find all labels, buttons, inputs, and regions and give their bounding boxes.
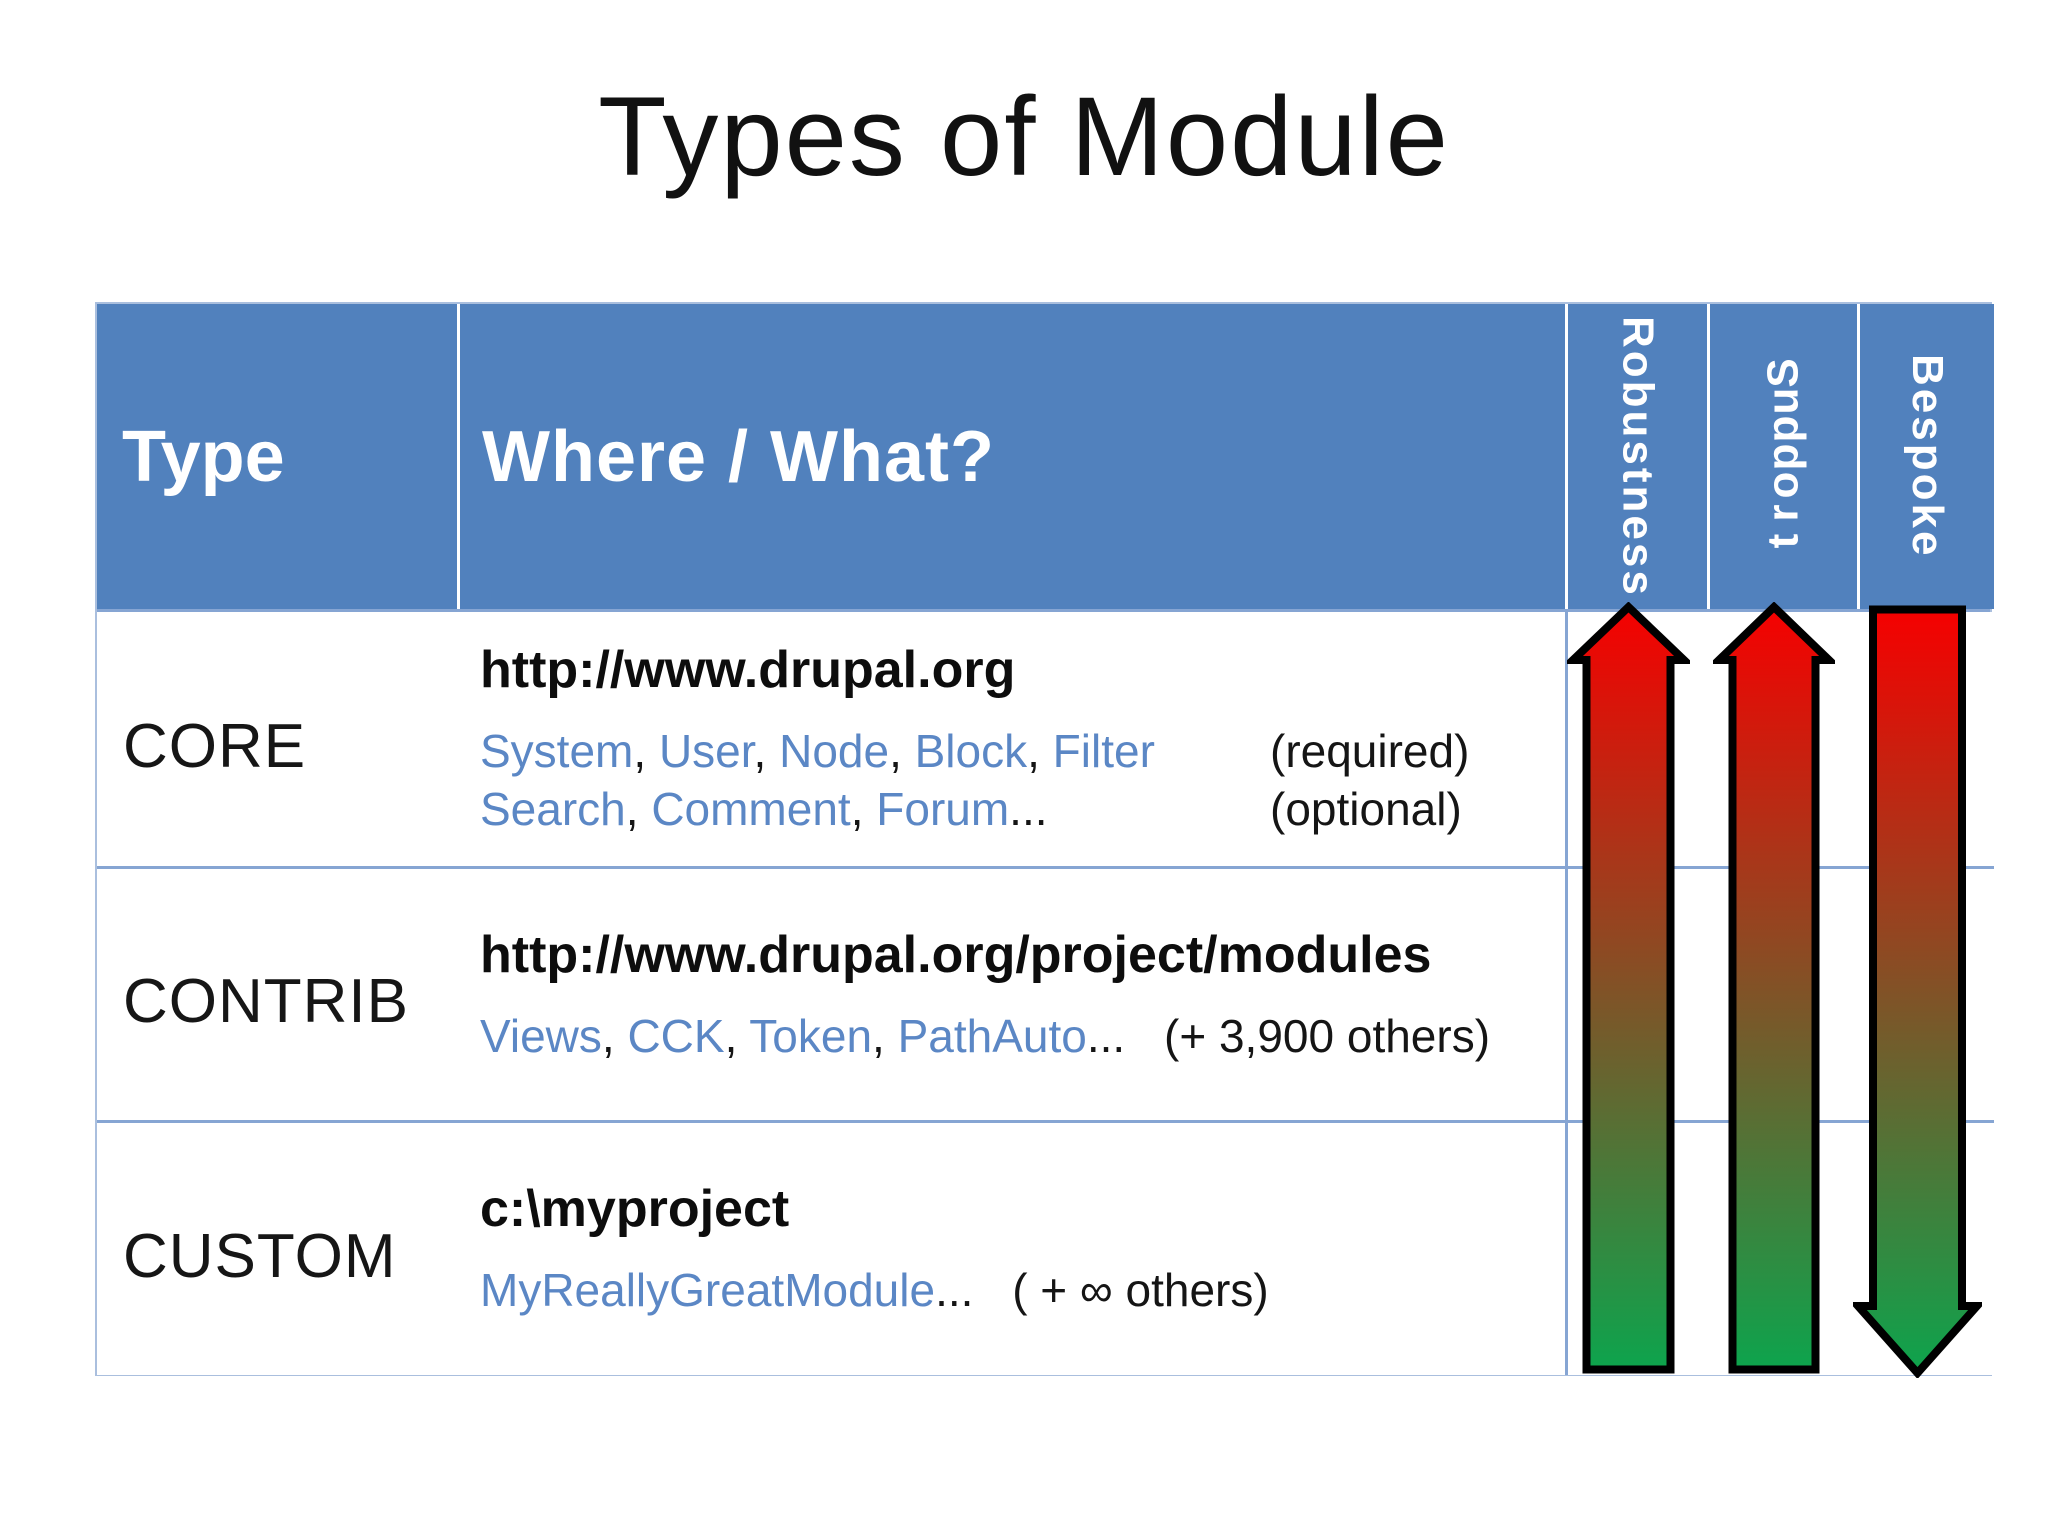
row-content-core: http://www.drupal.org System, User, Node… <box>457 612 1565 866</box>
qualifier-note: ( + ∞ others) <box>1012 1264 1269 1316</box>
row-content-contrib: http://www.drupal.org/project/modules Vi… <box>457 869 1565 1120</box>
support-up-arrow <box>1713 602 1835 1374</box>
indicator-column-cell <box>1565 869 1994 1120</box>
slide-title: Types of Module <box>598 74 1450 199</box>
module-names: Views, CCK, Token, PathAuto... <box>480 1009 1126 1062</box>
column-header-robustness: Robustness <box>1568 304 1707 609</box>
module-names: System, User, Node, Block, Filter <box>480 725 1155 777</box>
qualifier-note: (required) <box>1270 725 1470 777</box>
indicator-column-cell <box>1565 612 1994 866</box>
location-url-core: http://www.drupal.org <box>480 641 1016 699</box>
module-names: MyReallyGreatModule... <box>480 1264 974 1316</box>
bespoke-down-arrow <box>1853 605 1982 1378</box>
table-body: CORE http://www.drupal.org System, User,… <box>97 609 1994 1375</box>
column-header-bespoke: Bespoke <box>1860 304 1994 609</box>
bespoke-vertical-label: Bespoke <box>1903 354 1952 559</box>
qualifier-note: (+ 3,900 others) <box>1164 1009 1491 1062</box>
module-names: Search, Comment, Forum... <box>480 783 1048 835</box>
table-row-core: CORE http://www.drupal.org System, User,… <box>97 612 1994 866</box>
location-path-custom: c:\myproject <box>480 1180 790 1238</box>
row-label-custom: CUSTOM <box>123 1221 397 1291</box>
table-row-custom: CUSTOM c:\myproject MyReallyGreatModule.… <box>97 1120 1994 1375</box>
module-list-line: Views, CCK, Token, PathAuto... (+ 3,900 … <box>480 1007 1565 1065</box>
module-list-line: System, User, Node, Block, Filter (requi… <box>480 722 1565 780</box>
column-header-type-label: Type <box>122 416 285 497</box>
column-header-type: Type <box>97 304 457 609</box>
row-label-contrib: CONTRIB <box>123 967 409 1036</box>
location-url-contrib: http://www.drupal.org/project/modules <box>480 925 1432 984</box>
module-list-line: MyReallyGreatModule... ( + ∞ others) <box>480 1261 1565 1319</box>
column-header-where-what: Where / What? <box>460 304 1565 609</box>
module-list-line: Search, Comment, Forum... (optional) <box>480 780 1565 838</box>
robustness-up-arrow <box>1567 602 1690 1374</box>
column-header-where-what-label: Where / What? <box>482 416 995 497</box>
row-label-core: CORE <box>123 711 307 781</box>
row-content-custom: c:\myproject MyReallyGreatModule... ( + … <box>457 1123 1565 1375</box>
robustness-vertical-label: Robustness <box>1613 315 1663 598</box>
table-row-contrib: CONTRIB http://www.drupal.org/project/mo… <box>97 866 1994 1120</box>
indicator-column-cell <box>1565 1123 1994 1375</box>
qualifier-note: (optional) <box>1270 783 1462 835</box>
